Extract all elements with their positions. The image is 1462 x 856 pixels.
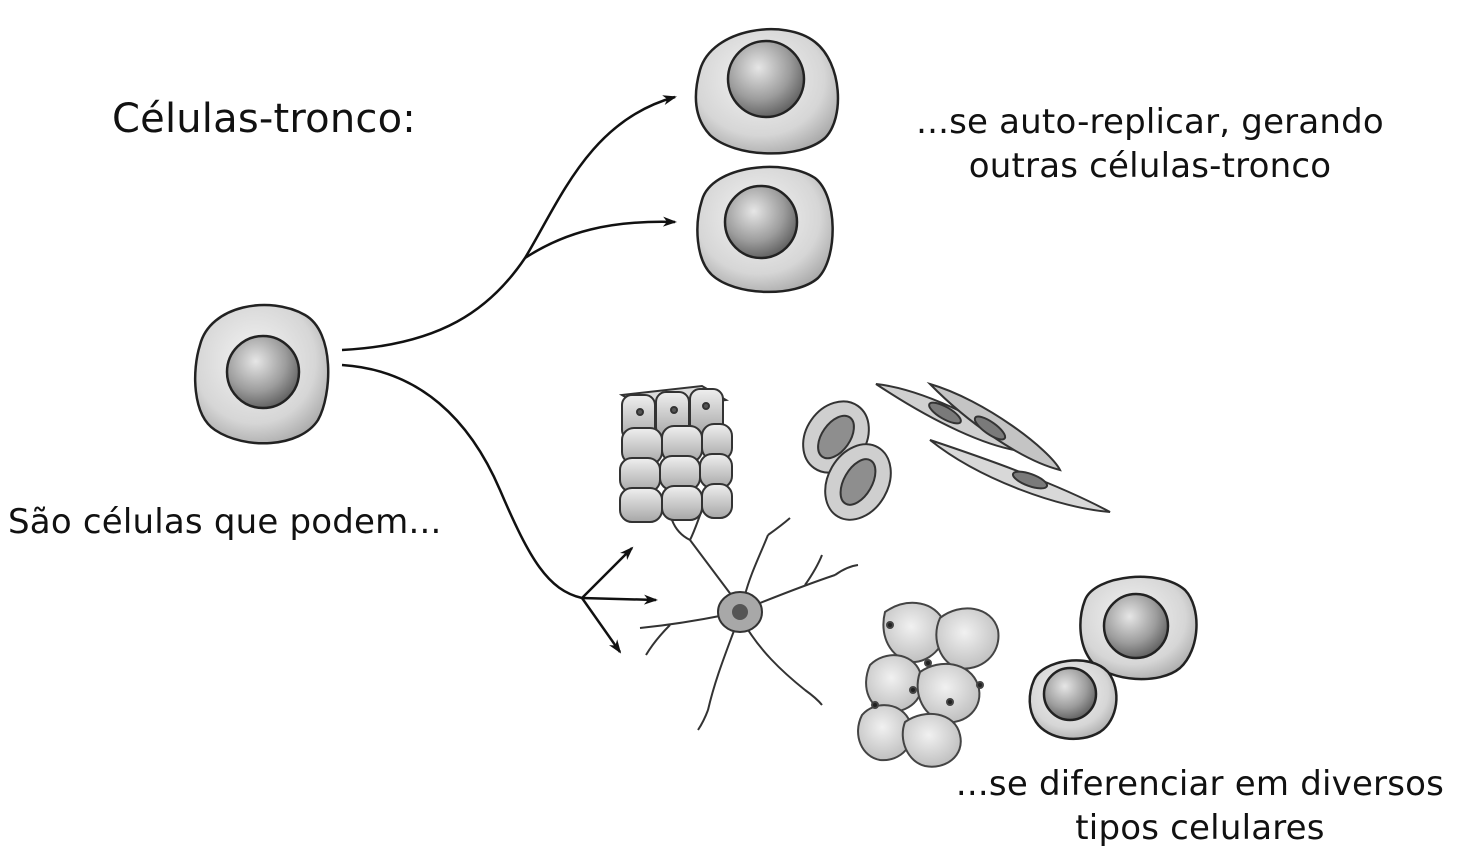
- self-renewal-line-1: ...se auto-replicar, gerando: [900, 100, 1400, 144]
- epithelial-cells: [620, 386, 732, 522]
- differentiation-label: ...se diferenciar em diversos tipos celu…: [940, 762, 1460, 850]
- daughter-stem-cell-top: [696, 29, 838, 153]
- smooth-muscle-cells: [876, 384, 1110, 512]
- differentiation-line-2: tipos celulares: [940, 806, 1460, 850]
- self-renewal-label: ...se auto-replicar, gerando outras célu…: [900, 100, 1400, 188]
- differentiation-line-1: ...se diferenciar em diversos: [940, 762, 1460, 806]
- leukocytes: [1030, 577, 1197, 739]
- self-renewal-line-2: outras células-tronco: [900, 144, 1400, 188]
- red-blood-cells: [790, 389, 904, 532]
- daughter-stem-cell-bottom: [697, 167, 832, 292]
- neuron: [640, 510, 858, 730]
- diagram-subtitle: São células que podem...: [8, 502, 442, 542]
- stem-cell: [195, 305, 328, 443]
- diagram-title: Células-tronco:: [112, 96, 416, 142]
- hepatocyte-cluster: [858, 603, 998, 767]
